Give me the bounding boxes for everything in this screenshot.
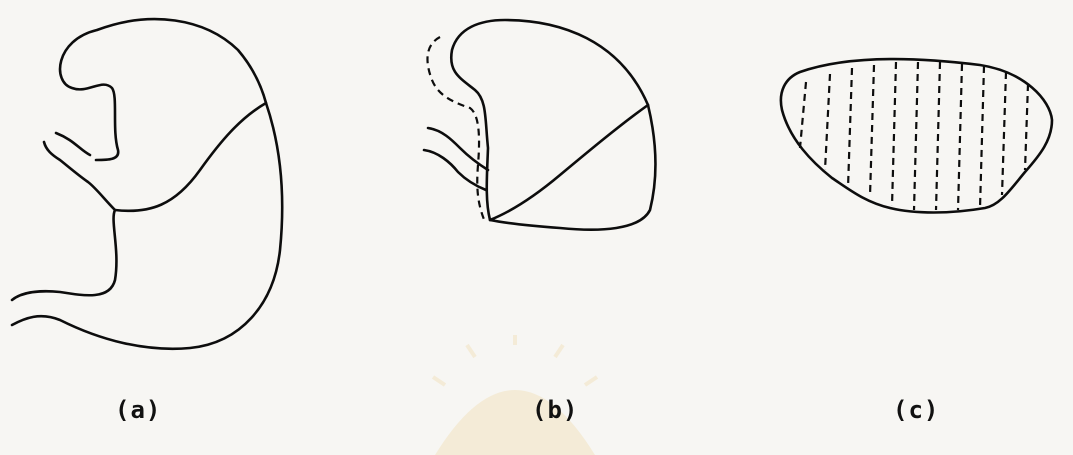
panel-label-b: (b): [532, 398, 578, 422]
panel-label-c: (c): [893, 398, 939, 422]
hatched-region-c: [781, 59, 1052, 212]
stomach-outline-b: [424, 20, 655, 230]
figure-canvas: [0, 0, 1073, 434]
hatch-lines: [800, 62, 1028, 210]
panel-label-a: (a): [115, 398, 161, 422]
stomach-outline-a: [12, 19, 282, 349]
